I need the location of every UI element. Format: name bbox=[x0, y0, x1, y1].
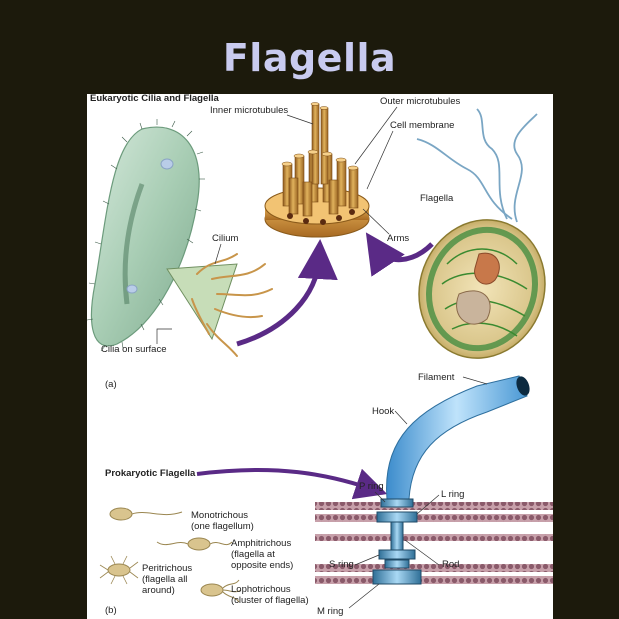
label-flagella: Flagella bbox=[420, 193, 454, 204]
label-filament: Filament bbox=[418, 372, 455, 383]
label-hook: Hook bbox=[372, 406, 394, 417]
membrane-layers bbox=[315, 502, 553, 584]
arrow-cell-to-axoneme bbox=[365, 232, 434, 277]
label-inner-microtubules: Inner microtubules bbox=[210, 105, 288, 116]
label-peritrichous: Peritrichous bbox=[142, 563, 192, 574]
panel-letter-b: (b) bbox=[105, 605, 117, 616]
slide-title: Flagella bbox=[222, 36, 397, 80]
panel-letter-a: (a) bbox=[105, 379, 117, 390]
label-cilia-on-surface: Cilia on surface bbox=[101, 344, 166, 355]
label-rod: Rod bbox=[442, 559, 459, 570]
flagella-diagram: Eukaryotic Cilia and Flagella bbox=[87, 94, 553, 617]
label-arms: Arms bbox=[387, 233, 409, 244]
label-m-ring: M ring bbox=[317, 606, 343, 617]
label-peritrichous-note-1: (flagella all bbox=[142, 574, 187, 585]
flagellate-cell-illustration bbox=[416, 108, 546, 359]
hook-and-filament bbox=[386, 375, 530, 500]
label-lophotrichous: Lophotrichous bbox=[231, 584, 291, 595]
eukaryotic-heading: Eukaryotic Cilia and Flagella bbox=[90, 94, 220, 104]
label-outer-microtubules: Outer microtubules bbox=[380, 96, 461, 107]
label-cilium: Cilium bbox=[212, 233, 238, 244]
arrow-cilium-to-axoneme bbox=[236, 239, 338, 347]
label-lophotrichous-note: (cluster of flagella) bbox=[231, 595, 309, 606]
label-amphitrichous-note-2: opposite ends) bbox=[231, 560, 293, 571]
label-l-ring: L ring bbox=[441, 489, 464, 500]
label-s-ring: S ring bbox=[329, 559, 354, 570]
label-cell-membrane: Cell membrane bbox=[390, 120, 454, 131]
label-amphitrichous: Amphitrichous bbox=[231, 538, 291, 549]
cilia-closeup bbox=[166, 253, 273, 357]
label-monotrichous: Monotrichous bbox=[191, 510, 248, 521]
arrangement-sketches bbox=[99, 507, 242, 603]
basal-body bbox=[372, 498, 422, 585]
label-peritrichous-note-2: around) bbox=[142, 585, 175, 596]
paramecium-illustration bbox=[87, 119, 205, 352]
axoneme-illustration bbox=[264, 102, 370, 238]
label-monotrichous-note: (one flagellum) bbox=[191, 521, 254, 532]
prokaryotic-heading: Prokaryotic Flagella bbox=[105, 468, 196, 479]
label-amphitrichous-note-1: (flagella at bbox=[231, 549, 275, 560]
figure-panel: Eukaryotic Cilia and Flagella bbox=[87, 94, 553, 619]
arrow-heading-to-motor bbox=[196, 467, 388, 500]
label-p-ring: P ring bbox=[359, 481, 384, 492]
